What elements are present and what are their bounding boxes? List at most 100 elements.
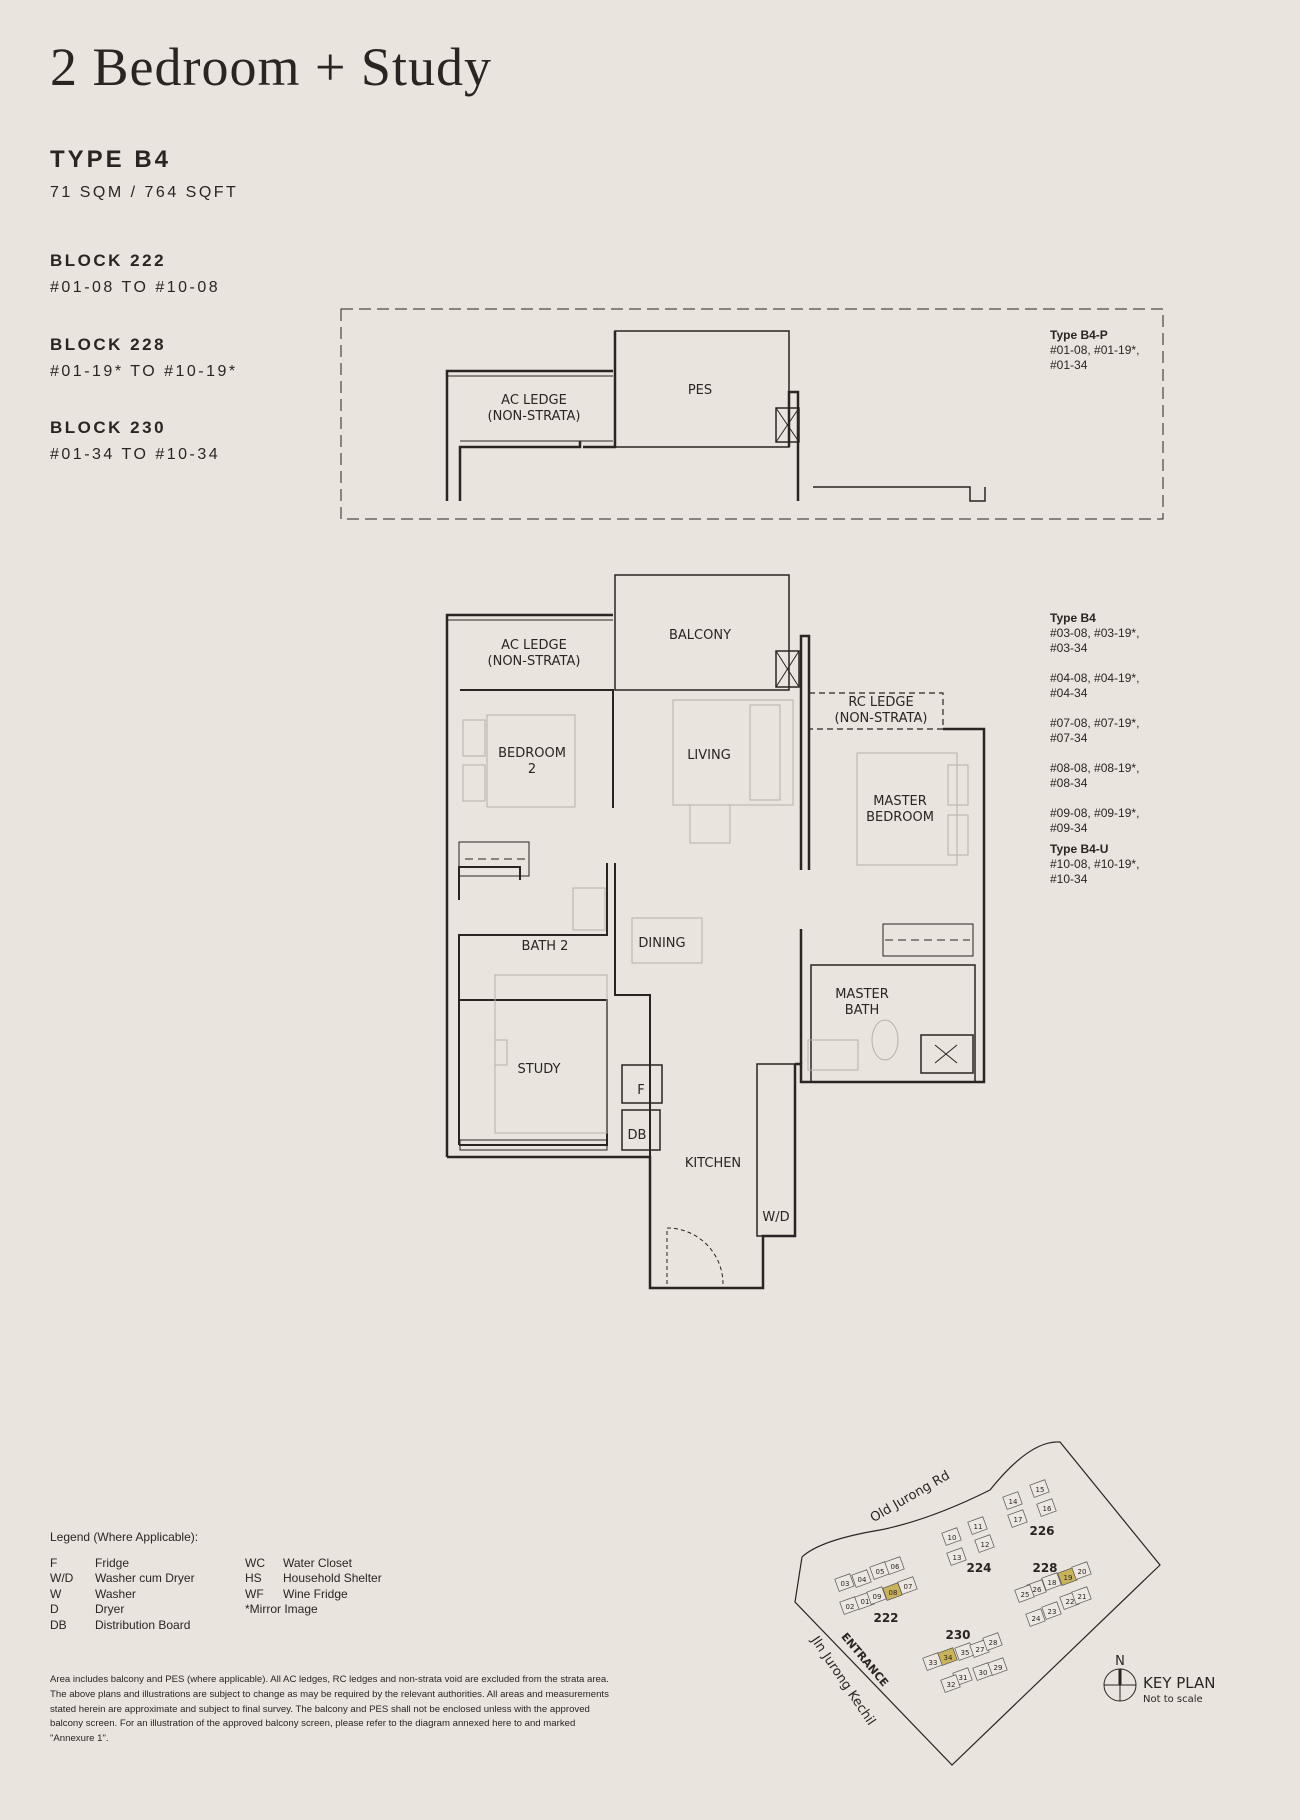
variant-units-group: #03-08, #03-19*,#03-34 — [1050, 626, 1140, 655]
key-plan-unit-label: 24 — [1032, 1615, 1041, 1623]
block-label: 226 — [1029, 1524, 1054, 1538]
variant-units: #01-34 — [1050, 358, 1088, 372]
pes-plan-walls — [445, 330, 986, 502]
pes-ac-ledge-label: AC LEDGE(NON-STRATA) — [488, 393, 581, 424]
legend-note: *Mirror Image — [245, 1602, 318, 1616]
key-plan-unit-highlighted — [1057, 1567, 1078, 1586]
entrance-label: ENTRANCE — [838, 1630, 890, 1689]
key-plan-subtitle: Not to scale — [1143, 1694, 1203, 1705]
ac-ledge-label: AC LEDGE(NON-STRATA) — [488, 638, 581, 669]
key-plan-unit — [969, 1639, 990, 1658]
key-plan-unit-label: 03 — [841, 1580, 850, 1588]
key-plan-unit — [1026, 1579, 1047, 1598]
key-plan-unit — [1014, 1584, 1035, 1603]
key-plan-unit-label: 15 — [1036, 1486, 1045, 1494]
key-plan-unit-label: 32 — [947, 1681, 956, 1689]
key-plan-title: KEY PLAN — [1143, 1674, 1215, 1692]
key-plan-unit — [897, 1576, 918, 1595]
block-units: #01-34 TO #10-34 — [50, 446, 221, 463]
key-plan-unit — [834, 1573, 855, 1592]
key-plan-unit — [1041, 1572, 1062, 1591]
variant-units: #01-08, #01-19*, — [1050, 343, 1140, 357]
key-plan-unit-label: 16 — [1043, 1505, 1052, 1513]
key-plan-unit — [946, 1547, 967, 1566]
key-plan-unit-label: 09 — [873, 1593, 882, 1601]
legend-title: Legend (Where Applicable): — [50, 1530, 199, 1544]
wd-label: W/D — [762, 1210, 789, 1225]
variant-title: Type B4 — [1050, 611, 1096, 625]
key-plan-unit-label: 20 — [1078, 1568, 1087, 1576]
road-label: Jln Jurong Kechil — [807, 1633, 878, 1728]
road-label: Old Jurong Rd — [868, 1468, 953, 1526]
variant-units-group: #07-08, #07-19*,#07-34 — [1050, 716, 1140, 745]
key-plan-unit-label: 01 — [861, 1598, 870, 1606]
key-plan-unit — [839, 1596, 860, 1615]
key-plan-unit — [974, 1534, 995, 1553]
bath2-label: BATH 2 — [522, 939, 569, 954]
key-plan-unit — [987, 1657, 1008, 1676]
key-plan-unit-label: 14 — [1009, 1498, 1018, 1506]
variant-units-group: #08-08, #08-19*,#08-34 — [1050, 761, 1140, 790]
key-plan-unit-label: 33 — [929, 1659, 938, 1667]
key-plan-unit — [1071, 1561, 1092, 1580]
site-boundary — [794, 1441, 1161, 1766]
variant-units-group: #09-08, #09-19*,#09-34 — [1050, 806, 1140, 835]
key-plan-unit-label: 25 — [1021, 1591, 1030, 1599]
key-plan-unit — [954, 1642, 975, 1661]
key-plan-unit-label: 05 — [876, 1568, 885, 1576]
key-plan-unit — [972, 1662, 993, 1681]
key-plan-unit — [940, 1674, 961, 1693]
block-label: 222 — [873, 1611, 898, 1625]
key-plan-unit — [1071, 1586, 1092, 1605]
key-plan-unit — [952, 1667, 973, 1686]
block-name: BLOCK 228 — [50, 335, 167, 354]
rc-ledge-label: RC LEDGE(NON-STRATA) — [835, 695, 928, 726]
key-plan-unit — [884, 1556, 905, 1575]
key-plan-unit-label: 22 — [1066, 1598, 1075, 1606]
key-plan-unit-label: 29 — [994, 1664, 1003, 1672]
dining-label: DINING — [638, 936, 685, 951]
svg-text:N: N — [1115, 1654, 1125, 1669]
fridge-label: F — [637, 1083, 644, 1098]
key-plan-unit-label: 02 — [846, 1603, 855, 1611]
block-name: BLOCK 222 — [50, 251, 167, 270]
key-plan-unit — [967, 1516, 988, 1535]
study-label: STUDY — [518, 1062, 561, 1077]
key-plan-unit-label: 11 — [974, 1523, 983, 1531]
key-plan-unit-label: 10 — [948, 1534, 957, 1542]
block-name: BLOCK 230 — [50, 418, 167, 437]
db-label: DB — [628, 1128, 647, 1143]
key-plan-unit — [851, 1569, 872, 1588]
page-title: 2 Bedroom + Study — [50, 37, 492, 97]
key-plan-unit-label: 27 — [976, 1646, 985, 1654]
key-plan-unit — [866, 1586, 887, 1605]
key-plan-unit-label: 04 — [858, 1576, 867, 1584]
key-plan-unit — [1007, 1509, 1028, 1528]
variant-title: Type B4-P — [1050, 328, 1108, 342]
key-plan-unit — [1002, 1491, 1023, 1510]
block-label: 228 — [1032, 1561, 1057, 1575]
living-label: LIVING — [687, 748, 731, 763]
key-plan-unit — [854, 1591, 875, 1610]
key-plan-unit-label: 13 — [953, 1554, 962, 1562]
key-plan-unit — [1029, 1479, 1050, 1498]
key-plan-unit-label: 23 — [1048, 1608, 1057, 1616]
variant-b4: Type B4 #03-08, #03-19*,#03-34 #04-08, #… — [1050, 611, 1140, 886]
main-plan-walls — [445, 574, 986, 1290]
key-plan-unit-label: 28 — [989, 1639, 998, 1647]
key-plan-unit — [1059, 1591, 1080, 1610]
block-units: #01-19* TO #10-19* — [50, 363, 238, 380]
variant-units-group: #04-08, #04-19*,#04-34 — [1050, 671, 1140, 700]
key-plan-unit-label: 18 — [1048, 1579, 1057, 1587]
key-plan-unit-label: 34 — [944, 1654, 953, 1662]
unit-area: 71 SQM / 764 SQFT — [50, 184, 239, 201]
